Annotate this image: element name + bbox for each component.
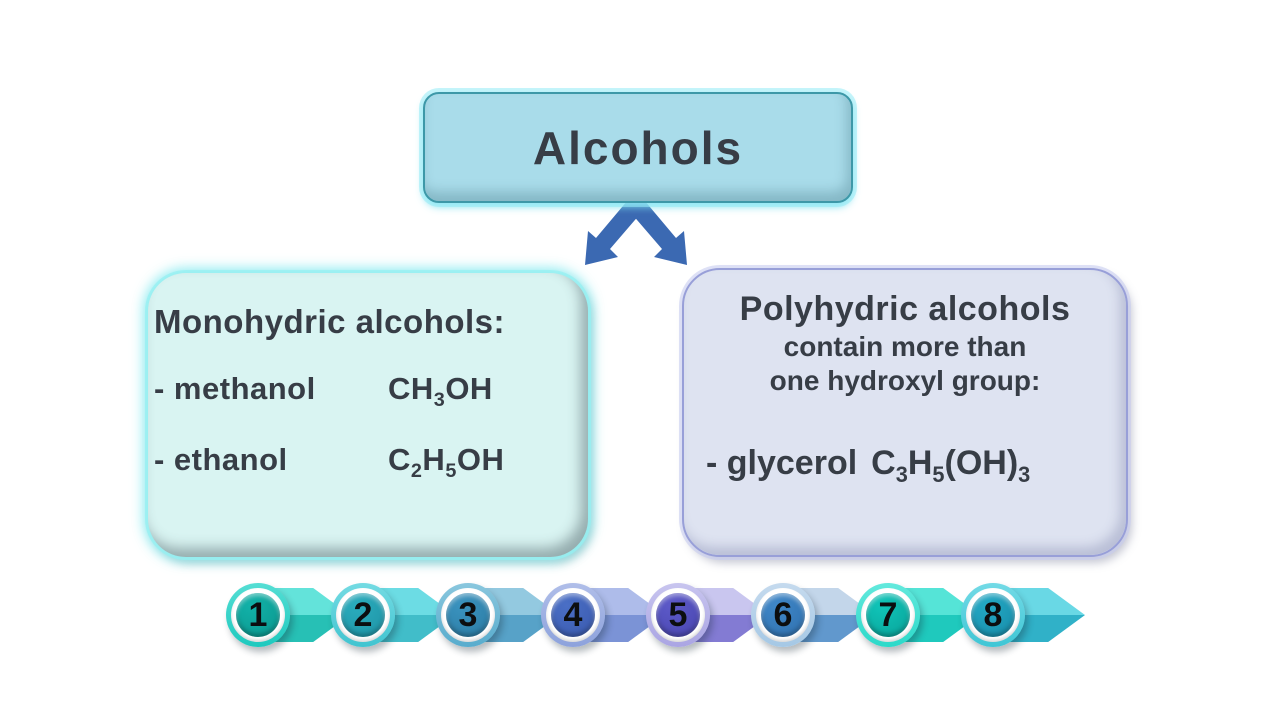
polyhydric-subheading-line2: one hydroxyl group: [769, 365, 1041, 396]
step-number: 6 [773, 596, 793, 634]
chem-name: - methanol [154, 371, 316, 406]
chem-name: - ethanol [154, 442, 288, 478]
list-item-methanol: - methanol CH3OH [154, 371, 584, 412]
monohydric-box: Monohydric alcohols: - methanol CH3OH - … [148, 273, 588, 557]
step-inner-circle: 4 [551, 593, 595, 637]
step-inner-circle: 7 [866, 593, 910, 637]
step-button-5[interactable]: 5 [646, 583, 710, 647]
step-number: 8 [983, 596, 1003, 634]
step-inner-circle: 3 [446, 593, 490, 637]
step-button-2[interactable]: 2 [331, 583, 395, 647]
step-inner-circle: 8 [971, 593, 1015, 637]
step-button-7[interactable]: 7 [856, 583, 920, 647]
step-number: 1 [248, 596, 268, 634]
step-number: 5 [668, 596, 688, 634]
step-button-4[interactable]: 4 [541, 583, 605, 647]
chem-formula: C2H5OH [388, 442, 505, 483]
polyhydric-subheading-line1: contain more than [783, 331, 1027, 362]
step-number: 4 [563, 596, 583, 634]
chem-formula: CH3OH [388, 371, 493, 412]
step-button-8[interactable]: 8 [961, 583, 1025, 647]
polyhydric-box: Polyhydric alcohols contain more than on… [682, 268, 1128, 557]
step-inner-circle: 1 [236, 593, 280, 637]
title-box: Alcohols [423, 92, 853, 203]
step-number: 2 [353, 596, 373, 634]
step-inner-circle: 5 [656, 593, 700, 637]
down-right-arrow-icon [625, 194, 687, 265]
polyhydric-heading: Polyhydric alcohols [739, 290, 1071, 328]
step-number: 7 [878, 596, 898, 634]
step-button-6[interactable]: 6 [751, 583, 815, 647]
step-button-1[interactable]: 1 [226, 583, 290, 647]
list-item-ethanol: - ethanol C2H5OH [154, 442, 584, 483]
step-inner-circle: 6 [761, 593, 805, 637]
list-item-glycerol: - glycerol C3H5(OH)3 [694, 444, 1116, 488]
step-number: 3 [458, 596, 478, 634]
slide-title: Alcohols [532, 121, 744, 174]
step-inner-circle: 2 [341, 593, 385, 637]
step-button-3[interactable]: 3 [436, 583, 500, 647]
chem-name: - glycerol [706, 444, 858, 482]
chem-formula: C3H5(OH)3 [871, 444, 1031, 487]
monohydric-heading: Monohydric alcohols: [154, 303, 506, 340]
